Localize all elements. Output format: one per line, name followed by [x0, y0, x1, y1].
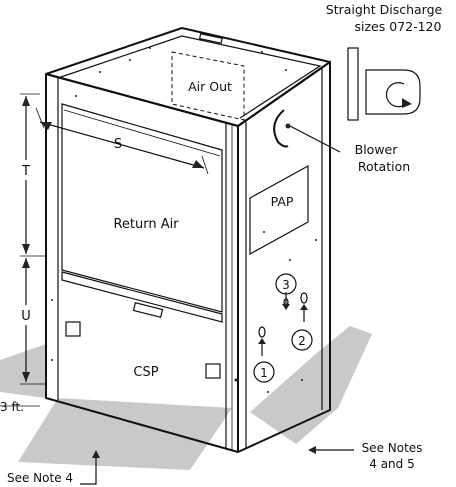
callout-1-label: 1 [260, 366, 268, 380]
csp-left-square [65, 321, 81, 337]
notes45-label-line2: 4 and 5 [369, 457, 414, 471]
blower-rotation-label-line1: Blower [355, 142, 399, 157]
air-out-opening [171, 51, 245, 121]
top-handle-slot [198, 33, 223, 44]
left-clearance-area [0, 344, 46, 398]
cabinet-side-face [237, 61, 331, 453]
panel-handle [132, 302, 164, 318]
callout-2-label: 2 [298, 334, 306, 348]
rotation-arrow-icon [385, 82, 407, 108]
dim-u-label: U [21, 309, 31, 324]
return-air-label: Return Air [113, 217, 179, 232]
right-clearance-area [250, 326, 372, 444]
blower-leader [289, 125, 341, 153]
knockout-1 [258, 326, 266, 338]
clearance-label: 3 ft. [0, 400, 24, 414]
pap-panel [249, 164, 309, 256]
note4-leader [80, 454, 97, 485]
knockout-2 [300, 292, 308, 304]
header-title-line1: Straight Discharge [326, 2, 443, 17]
front-clearance-area [18, 398, 232, 470]
header-title-line2: sizes 072-120 [355, 19, 442, 34]
divider-bar [61, 271, 223, 323]
notes45-label-line1: See Notes [362, 441, 423, 455]
cabinet-top-rim [57, 35, 322, 119]
blower-discharge-icon [365, 69, 421, 115]
dim-t-label: T [21, 164, 30, 179]
dim-s-line [39, 121, 205, 169]
callout-circle-1 [253, 361, 275, 383]
cabinet-front-face [45, 73, 239, 453]
air-out-label: Air Out [188, 79, 232, 94]
blower-rotation-label-line2: Rotation [358, 159, 410, 174]
dim-s-label: S [114, 137, 122, 152]
return-air-opening [61, 103, 223, 313]
csp-right-square [205, 363, 221, 379]
pap-label: PAP [271, 194, 294, 209]
callout-3-label: 3 [282, 278, 290, 292]
callout-circle-3 [275, 273, 297, 295]
note4-label: See Note 4 [7, 471, 73, 485]
csp-label: CSP [133, 365, 158, 380]
blower-rotation-icon [273, 109, 289, 148]
callout-circle-2 [291, 329, 313, 351]
discharge-plate-icon [347, 47, 359, 121]
